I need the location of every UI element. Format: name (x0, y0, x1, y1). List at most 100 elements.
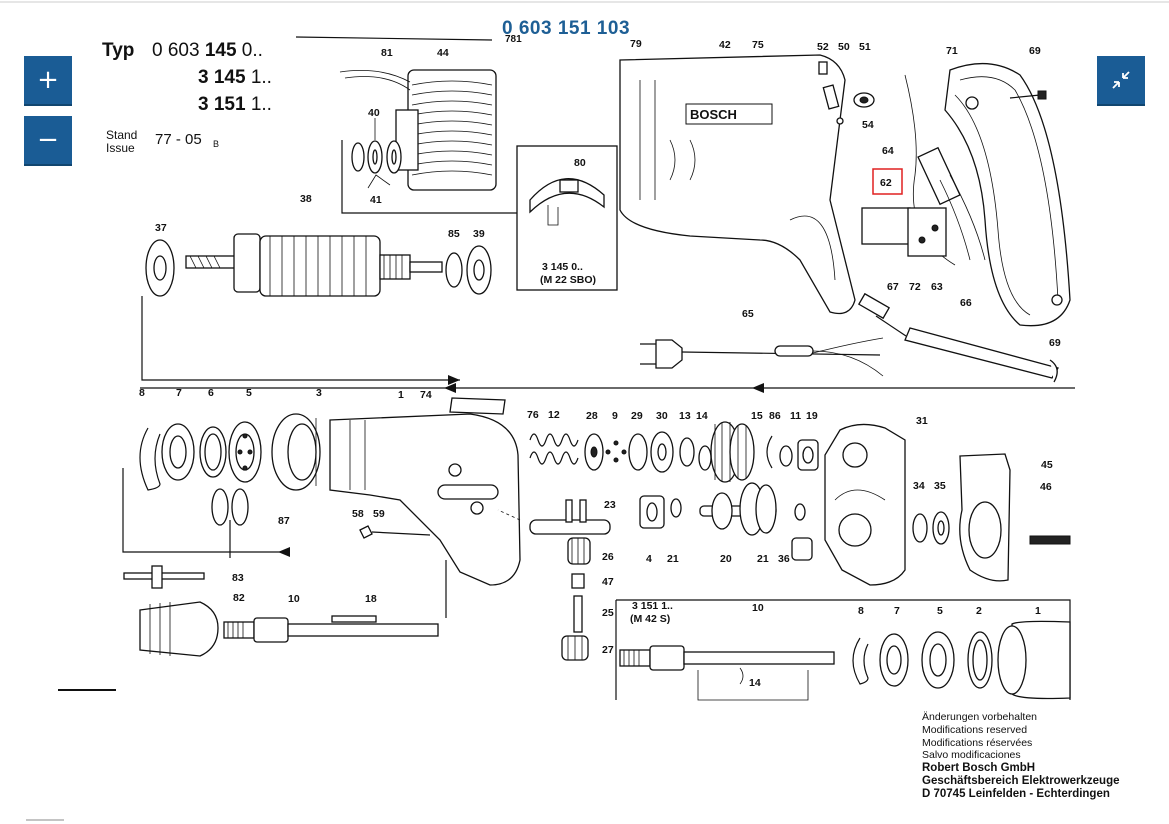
part-label-80[interactable]: 80 (574, 157, 586, 169)
part-label-28[interactable]: 28 (586, 410, 598, 422)
part-label-44[interactable]: 44 (437, 47, 449, 59)
part-label-21a[interactable]: 21 (667, 553, 679, 565)
part-label-14[interactable]: 14 (696, 410, 708, 422)
part-label-63[interactable]: 63 (931, 281, 943, 293)
part-label-1[interactable]: 1 (398, 389, 404, 401)
part-label-19[interactable]: 19 (806, 410, 818, 422)
part-label-11[interactable]: 11 (790, 410, 801, 422)
spindle-10-m42[interactable] (619, 645, 835, 701)
part-label-20[interactable]: 20 (720, 553, 732, 565)
bearing-39[interactable] (466, 245, 492, 295)
part-label-13[interactable]: 13 (679, 410, 691, 422)
part-label-21b[interactable]: 21 (757, 553, 769, 565)
part-label-76[interactable]: 76 (527, 409, 539, 421)
part-label-85[interactable]: 85 (448, 228, 460, 240)
brush-cap-80[interactable] (529, 178, 605, 226)
label-plate-74[interactable] (449, 397, 506, 415)
bearing-5[interactable] (228, 421, 262, 483)
bearing-37[interactable] (145, 239, 175, 297)
part-label-31[interactable]: 31 (916, 415, 928, 427)
ring-86[interactable] (766, 435, 773, 469)
washer-85[interactable] (445, 252, 463, 288)
cable-guard-66[interactable] (904, 327, 1059, 383)
pin-25[interactable] (573, 595, 583, 633)
part-label-15[interactable]: 15 (751, 410, 763, 422)
part-label-47[interactable]: 47 (602, 576, 614, 588)
plug-65[interactable] (640, 337, 884, 377)
part-label-54[interactable]: 54 (862, 119, 874, 131)
part-label-4[interactable]: 4 (646, 553, 652, 565)
part-label-34[interactable]: 34 (913, 480, 925, 492)
pin-18[interactable] (331, 615, 377, 623)
zoom-out-button[interactable]: − (24, 116, 72, 164)
washer-21a[interactable] (670, 498, 682, 518)
bracket-45[interactable] (959, 453, 1011, 582)
part-label-39[interactable]: 39 (473, 228, 485, 240)
part-label-8[interactable]: 8 (139, 387, 145, 399)
part-label-2[interactable]: 2 (976, 605, 982, 617)
part-label-1-m42[interactable]: 1 (1035, 605, 1041, 617)
insulating-washers-40-41[interactable] (351, 118, 402, 189)
screw-46[interactable] (1029, 535, 1071, 545)
part-label-82[interactable]: 82 (233, 592, 245, 604)
part-label-36[interactable]: 36 (778, 553, 790, 565)
washer-11[interactable] (779, 445, 793, 467)
part-label-58[interactable]: 58 (352, 508, 364, 520)
bearing-7[interactable] (161, 423, 195, 481)
part-label-71[interactable]: 71 (946, 45, 958, 57)
part-label-65[interactable]: 65 (742, 308, 754, 320)
part-label-79[interactable]: 79 (630, 38, 642, 50)
part-label-66[interactable]: 66 (960, 297, 972, 309)
screw-69-top[interactable] (1009, 90, 1047, 100)
part-label-7-m42[interactable]: 7 (894, 605, 900, 617)
part-label-67[interactable]: 67 (887, 281, 899, 293)
gear-cluster-14-15[interactable] (698, 421, 755, 483)
part-label-75[interactable]: 75 (752, 39, 764, 51)
part-label-72[interactable]: 72 (909, 281, 921, 293)
shaft-23[interactable] (497, 499, 611, 535)
part-label-83[interactable]: 83 (232, 572, 244, 584)
knob-26[interactable] (567, 537, 591, 565)
part-label-50[interactable]: 50 (838, 41, 850, 53)
part-label-12[interactable]: 12 (548, 409, 560, 421)
gear-cover-31[interactable] (824, 423, 906, 586)
part-label-5-m42[interactable]: 5 (937, 605, 943, 617)
washer-28[interactable] (584, 433, 604, 471)
part-label-74[interactable]: 74 (420, 389, 432, 401)
part-label-64[interactable]: 64 (882, 145, 894, 157)
part-label-69-top[interactable]: 69 (1029, 45, 1041, 57)
part-label-45[interactable]: 45 (1041, 459, 1053, 471)
part-label-23[interactable]: 23 (604, 499, 616, 511)
field-coil-44[interactable] (339, 69, 497, 191)
ring-6[interactable] (199, 426, 227, 478)
part-label-52[interactable]: 52 (817, 41, 829, 53)
spring-47[interactable] (571, 573, 585, 589)
retaining-ring-8b[interactable] (852, 637, 869, 685)
part-label-14-m42[interactable]: 14 (749, 677, 761, 689)
part-label-30[interactable]: 30 (656, 410, 668, 422)
drill-chuck-82[interactable] (139, 601, 219, 657)
washer-30[interactable] (650, 431, 674, 473)
small-parts-52-50-51-54[interactable] (818, 61, 875, 125)
part-label-10[interactable]: 10 (288, 593, 300, 605)
part-label-29[interactable]: 29 (631, 410, 643, 422)
chuck-key-83[interactable] (123, 565, 205, 589)
washer-35[interactable] (932, 511, 950, 545)
part-label-8-m42[interactable]: 8 (858, 605, 864, 617)
part-label-38[interactable]: 38 (300, 193, 312, 205)
part-label-40[interactable]: 40 (368, 107, 380, 119)
screw-58-59[interactable] (359, 525, 431, 539)
housing-1b[interactable] (997, 620, 1071, 700)
washer-34[interactable] (912, 513, 928, 543)
clamp-67-72[interactable] (857, 292, 907, 337)
washer-29[interactable] (628, 433, 648, 471)
motor-housing-42[interactable]: BOSCH (619, 54, 856, 315)
part-label-69-bottom[interactable]: 69 (1049, 337, 1061, 349)
bushing-36[interactable] (791, 537, 813, 561)
balls-9[interactable] (605, 440, 627, 463)
knob-27[interactable] (561, 635, 589, 661)
part-label-51[interactable]: 51 (859, 41, 871, 53)
part-label-59[interactable]: 59 (373, 508, 385, 520)
bushing-19[interactable] (797, 439, 819, 471)
handle-shell-71[interactable] (944, 62, 1071, 327)
